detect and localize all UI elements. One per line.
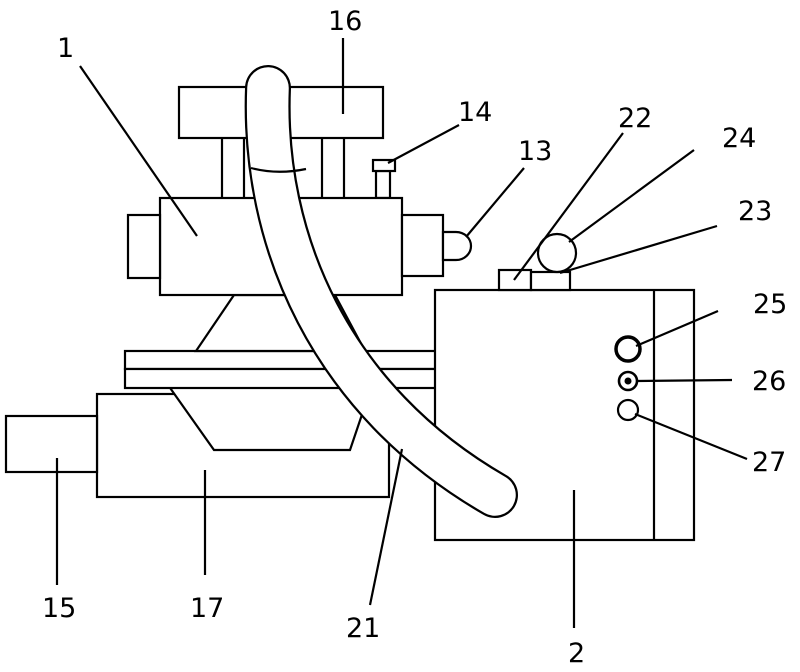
leader-13 xyxy=(466,168,524,237)
label-22: 22 xyxy=(618,103,652,134)
top-fitting-23 xyxy=(531,272,570,290)
leader-14 xyxy=(388,125,459,163)
label-27: 27 xyxy=(752,447,786,478)
indicator-27 xyxy=(618,400,638,420)
side-block-left xyxy=(128,215,160,278)
label-21: 21 xyxy=(346,613,380,644)
label-16: 16 xyxy=(328,6,362,37)
leader-23 xyxy=(560,226,717,273)
side-block-right xyxy=(402,215,443,276)
slide-rail-upper xyxy=(125,351,437,369)
indicator-26-dot xyxy=(625,378,632,385)
label-23: 23 xyxy=(738,196,772,227)
motor-15 xyxy=(6,416,97,472)
label-25: 25 xyxy=(753,289,787,320)
valve-stem-14 xyxy=(376,171,390,198)
label-1: 1 xyxy=(57,33,74,64)
indicator-25 xyxy=(616,337,640,361)
label-17: 17 xyxy=(190,593,224,624)
label-24: 24 xyxy=(722,123,756,154)
label-2: 2 xyxy=(568,638,585,669)
label-26: 26 xyxy=(752,366,786,397)
leader-26 xyxy=(637,380,732,381)
label-14: 14 xyxy=(458,97,492,128)
label-13: 13 xyxy=(518,136,552,167)
label-15: 15 xyxy=(42,593,76,624)
leader-24 xyxy=(569,150,694,242)
